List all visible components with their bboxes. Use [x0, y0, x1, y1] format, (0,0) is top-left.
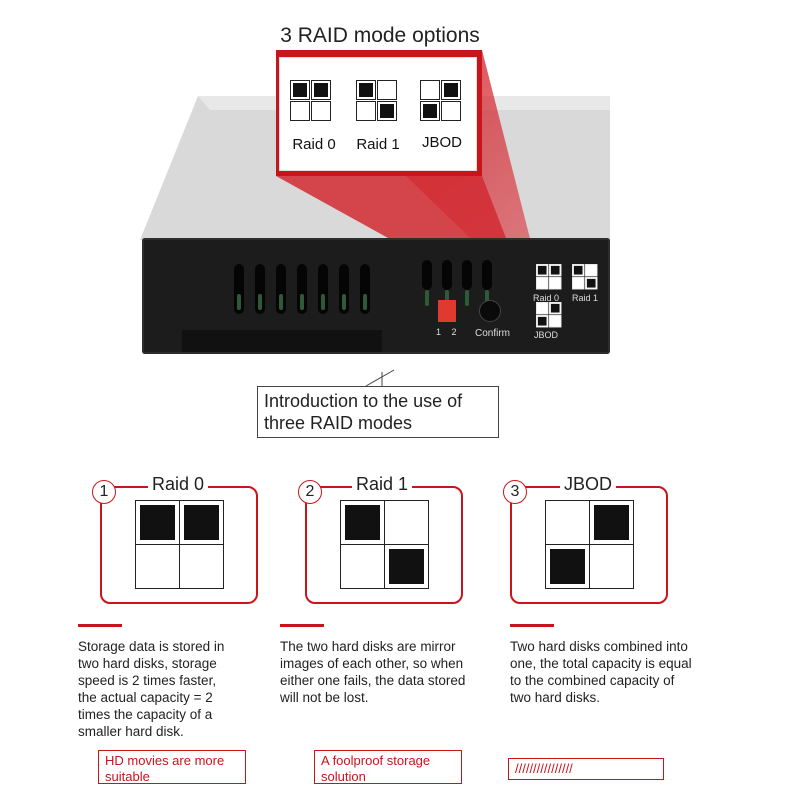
panel-jbod-icon	[536, 302, 562, 328]
confirm-label: Confirm	[475, 328, 511, 339]
confirm-button[interactable]	[479, 300, 501, 322]
legend-label-raid0: Raid 0	[292, 136, 336, 153]
legend-label-jbod: JBOD	[421, 134, 462, 151]
mode-number-1: 1	[92, 480, 116, 504]
mode-title-raid0: Raid 0	[148, 474, 209, 495]
mode-title-jbod: JBOD	[560, 474, 617, 495]
raid-legend-card: Raid 0 Raid 1 JBOD	[280, 58, 476, 170]
divider-bar	[280, 624, 324, 627]
panel-raid0-icon	[536, 264, 562, 290]
jbod-legend-icon	[420, 80, 462, 122]
panel-raid1-icon	[572, 264, 598, 290]
raid0-diagram-icon	[135, 500, 225, 590]
raid1-diagram-icon	[340, 500, 430, 590]
divider-bar	[510, 624, 554, 627]
mode-tag-jbod: ////////////////	[508, 758, 664, 780]
dip-switch[interactable]	[438, 300, 456, 322]
dip-switch-label: 1 2	[436, 327, 461, 337]
panel-label-raid0: Raid 0	[533, 293, 560, 303]
intro-line-2: three RAID modes	[264, 413, 413, 433]
mode-number-3: 3	[503, 480, 527, 504]
mode-number-2: 2	[298, 480, 322, 504]
intro-heading: Introduction to the use of three RAID mo…	[264, 390, 462, 434]
sata-connector	[182, 330, 382, 352]
legend-label-raid1: Raid 1	[356, 136, 400, 153]
divider-bar	[78, 624, 122, 627]
page-title: 3 RAID mode options	[280, 24, 480, 47]
panel-label-jbod: JBOD	[534, 330, 559, 340]
intro-line-1: Introduction to the use of	[264, 391, 463, 411]
panel-label-raid1: Raid 1	[572, 293, 599, 303]
raid1-legend-icon	[356, 80, 398, 122]
jbod-diagram-icon	[545, 500, 635, 590]
intro-box	[257, 386, 499, 438]
raid0-legend-icon	[290, 80, 332, 122]
mode-title-raid1: Raid 1	[352, 474, 413, 495]
